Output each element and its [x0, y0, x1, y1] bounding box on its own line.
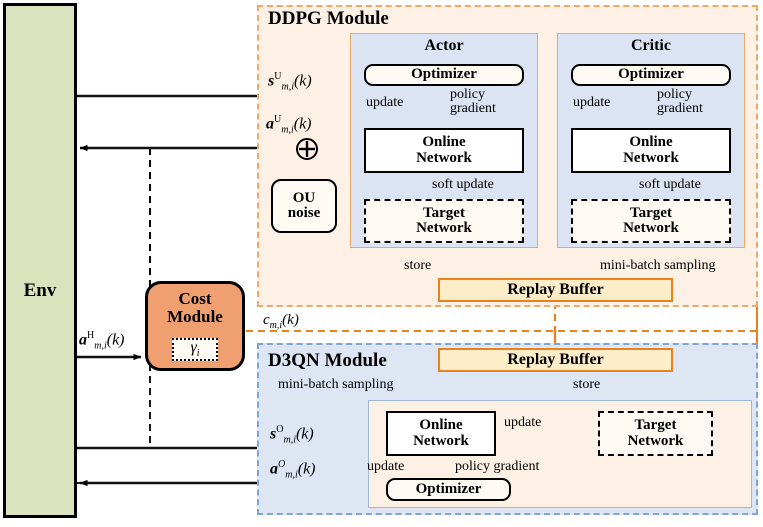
actor-online-network-box[interactable]: Online Network — [364, 128, 524, 173]
plus-circle-icon — [296, 138, 318, 160]
signal-state-u-label: sUm,i(k) — [268, 71, 312, 93]
d3qn-target-network-line2: Network — [627, 432, 684, 449]
signal-cost-label: cm,i(k) — [263, 312, 299, 331]
d3qn-update-target-label: update — [504, 415, 542, 430]
cost-gamma-box: γi — [172, 338, 218, 361]
env-box[interactable] — [3, 3, 77, 518]
actor-target-network-line2: Network — [416, 220, 472, 236]
d3qn-optimizer-box[interactable]: Optimizer — [386, 478, 511, 501]
d3qn-replay-buffer[interactable]: Replay Buffer — [438, 348, 673, 372]
actor-optimizer-box[interactable]: Optimizer — [364, 64, 524, 86]
actor-target-network-box[interactable]: Target Network — [364, 199, 524, 243]
d3qn-online-network-box[interactable]: Online Network — [386, 411, 496, 456]
ddpg-replay-buffer[interactable]: Replay Buffer — [438, 278, 673, 302]
env-label: Env — [23, 280, 57, 301]
critic-title: Critic — [631, 37, 671, 54]
cost-title-line2: Module — [167, 306, 223, 326]
signal-action-h-label: aHm,i(k) — [79, 330, 125, 352]
critic-online-network-line1: Online — [629, 134, 673, 151]
critic-online-network-box[interactable]: Online Network — [571, 128, 731, 173]
actor-update-label: update — [366, 95, 404, 110]
d3qn-online-network-line1: Online — [419, 417, 463, 434]
d3qn-store-label: store — [573, 377, 601, 392]
cost-module-box[interactable] — [145, 281, 245, 371]
signal-action-o-label: aOm,i(k) — [270, 459, 316, 481]
ou-noise-box[interactable]: OU noise — [271, 179, 337, 233]
d3qn-online-network-line2: Network — [413, 432, 469, 449]
ddpg-store-label: store — [404, 258, 432, 273]
critic-target-network-line1: Target — [630, 204, 672, 221]
signal-state-o-label: sOm,i(k) — [270, 424, 314, 446]
cost-gamma-label: γi — [190, 339, 200, 360]
critic-soft-update-label: soft update — [639, 177, 701, 192]
critic-policy-gradient-label: policy gradient — [657, 87, 703, 116]
actor-soft-update-label: soft update — [432, 177, 494, 192]
d3qn-target-network-box[interactable]: Target Network — [598, 411, 713, 456]
critic-update-label: update — [573, 95, 611, 110]
actor-target-network-line1: Target — [423, 204, 465, 221]
d3qn-minibatch-label: mini-batch sampling — [278, 377, 394, 392]
ou-noise-line1: OU — [292, 189, 316, 206]
ddpg-module-title: DDPG Module — [268, 8, 389, 29]
ddpg-minibatch-label: mini-batch sampling — [600, 258, 716, 273]
signal-action-u-label: aUm,i(k) — [266, 114, 312, 136]
actor-online-network-line1: Online — [422, 134, 466, 151]
actor-online-network-line2: Network — [416, 149, 472, 166]
critic-optimizer-box[interactable]: Optimizer — [571, 64, 731, 86]
d3qn-module-title: D3QN Module — [268, 350, 387, 371]
cost-title-line1: Cost — [178, 289, 212, 308]
cost-module-title: Cost Module — [145, 290, 245, 326]
d3qn-target-network-line1: Target — [634, 417, 677, 434]
critic-target-network-line2: Network — [623, 220, 679, 236]
d3qn-policy-gradient-label: policy gradient — [455, 459, 540, 474]
actor-policy-gradient-label: policy gradient — [450, 87, 496, 116]
critic-target-network-box[interactable]: Target Network — [571, 199, 731, 243]
critic-online-network-line2: Network — [623, 149, 679, 166]
actor-title: Actor — [424, 37, 464, 54]
d3qn-update-optimizer-label: update — [367, 459, 405, 474]
ou-noise-line2: noise — [287, 205, 321, 221]
